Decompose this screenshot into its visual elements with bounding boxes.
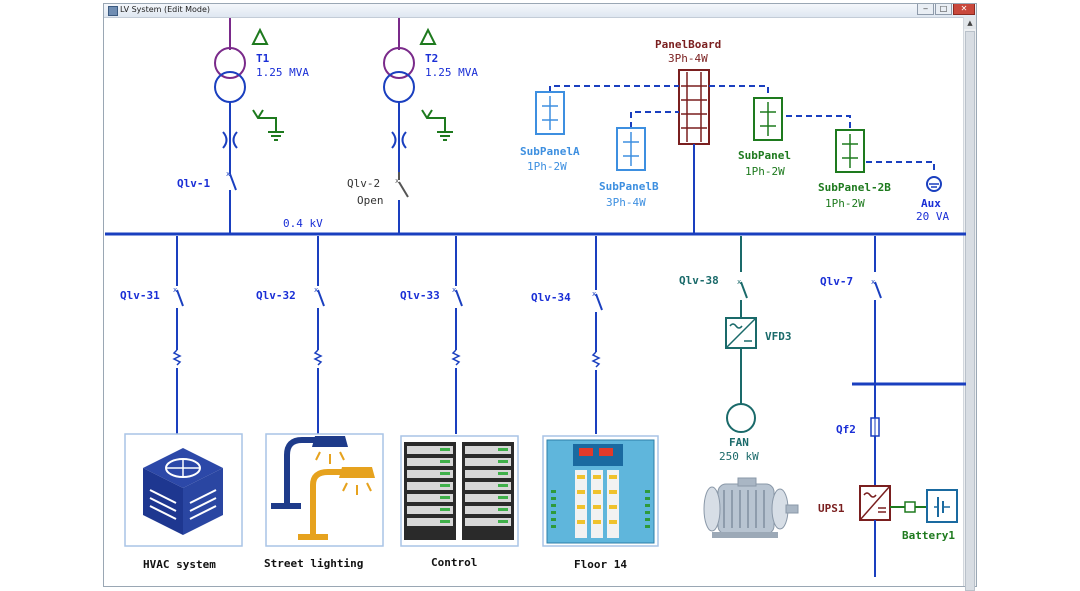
qf2-label: Qf2	[836, 423, 856, 436]
subpanel-a[interactable]	[535, 91, 565, 135]
aux-name: Aux	[921, 197, 941, 210]
panelboard[interactable]	[678, 69, 710, 145]
feeder-qlv-38[interactable]: x	[725, 236, 757, 433]
hvac-label: HVAC system	[143, 558, 216, 571]
ground-icon	[252, 109, 284, 141]
battery1-label: Battery1	[902, 529, 955, 542]
svg-text:x: x	[395, 177, 399, 185]
aux-load[interactable]	[926, 176, 942, 192]
transformer-icon	[383, 47, 415, 79]
transformer-t1[interactable]	[214, 18, 246, 234]
battery-link[interactable]	[890, 501, 927, 513]
delta-winding-icon	[419, 27, 437, 45]
ground-icon	[421, 109, 453, 141]
qlv-2-status: Open	[357, 194, 384, 207]
link-aux[interactable]	[866, 161, 935, 172]
subpanelb-spec: 3Ph-4W	[606, 196, 646, 209]
title-bar: LV System (Edit Mode) ‒ □ ✕	[104, 4, 976, 18]
aux-rating: 20 VA	[916, 210, 949, 223]
breaker-qlv-1[interactable]: x	[224, 164, 237, 198]
link-subpanela[interactable]	[549, 85, 679, 92]
vfd3-label: VFD3	[765, 330, 792, 343]
subpanel-name: SubPanel	[738, 149, 791, 162]
svg-text:x: x	[173, 286, 177, 294]
circuit-breaker-icon	[229, 173, 237, 191]
circuit-breaker-icon	[595, 293, 603, 311]
transformer-icon	[214, 47, 246, 79]
svg-text:x: x	[592, 290, 596, 298]
qlv-31-label: Qlv-31	[120, 289, 160, 302]
svg-text:x: x	[314, 286, 318, 294]
fan-rating: 250 kW	[719, 450, 759, 463]
breaker-qlv-2[interactable]: x	[395, 172, 409, 198]
subpanel-spec: 1Ph-2W	[745, 165, 785, 178]
floor-14-label: Floor 14	[574, 558, 627, 571]
subpanel-green[interactable]	[753, 97, 783, 141]
feeder-qlv-33[interactable]: x	[451, 236, 463, 434]
qlv-1-label: Qlv-1	[177, 177, 210, 190]
t1-rating: 1.25 MVA	[256, 66, 309, 79]
link-subpanelb[interactable]	[630, 111, 679, 128]
qlv-34-label: Qlv-34	[531, 291, 571, 304]
feeder-qlv-7[interactable]: x	[871, 236, 882, 418]
minimize-button[interactable]: ‒	[917, 4, 934, 15]
svg-text:x: x	[226, 170, 230, 178]
qlv-32-label: Qlv-32	[256, 289, 296, 302]
street-light-icon[interactable]	[265, 433, 384, 547]
link-subpanel[interactable]	[709, 85, 769, 98]
disconnect-icon	[391, 131, 407, 149]
control-label: Control	[431, 556, 477, 569]
svg-text:x: x	[871, 278, 875, 286]
circuit-breaker-icon	[874, 281, 882, 299]
subpanel-b[interactable]	[616, 127, 646, 171]
disconnect-icon	[222, 131, 238, 149]
subpanela-spec: 1Ph-2W	[527, 160, 567, 173]
svg-text:x: x	[452, 286, 456, 294]
panelboard-spec: 3Ph-4W	[668, 52, 708, 65]
ups1-label: UPS1	[818, 502, 845, 515]
scroll-up-arrow-icon[interactable]: ▲	[964, 17, 976, 29]
maximize-button[interactable]: □	[935, 4, 952, 15]
svg-text:x: x	[737, 278, 741, 286]
qlv-7-label: Qlv-7	[820, 275, 853, 288]
t2-name: T2	[425, 52, 438, 65]
qlv-2-label: Qlv-2	[347, 177, 380, 190]
close-button[interactable]: ✕	[953, 4, 975, 15]
fan-label: FAN	[729, 436, 749, 449]
electric-motor-icon[interactable]	[703, 477, 799, 538]
t2-rating: 1.25 MVA	[425, 66, 478, 79]
delta-winding-icon	[251, 27, 269, 45]
feeder-qlv-32[interactable]: x	[313, 236, 325, 434]
motor-symbol	[726, 403, 756, 433]
app-icon	[108, 6, 118, 16]
circuit-breaker-icon	[398, 181, 409, 198]
circuit-breaker-icon	[317, 289, 325, 307]
control-panel-icon[interactable]	[542, 435, 659, 547]
bus-voltage-label: 0.4 kV	[283, 217, 323, 230]
feeder-qlv-34[interactable]: x	[591, 236, 603, 434]
subpanela-name: SubPanelA	[520, 145, 580, 158]
circuit-breaker-icon	[455, 289, 463, 307]
subpanel-2b-name: SubPanel-2B	[818, 181, 891, 194]
panelboard-name: PanelBoard	[655, 38, 721, 51]
fuse-qf2[interactable]	[870, 414, 880, 486]
qlv-38-label: Qlv-38	[679, 274, 719, 287]
subpanel-2b-spec: 1Ph-2W	[825, 197, 865, 210]
ups-icon[interactable]	[859, 485, 891, 577]
battery-icon[interactable]	[926, 489, 958, 523]
t1-name: T1	[256, 52, 270, 65]
qlv-33-label: Qlv-33	[400, 289, 440, 302]
subpanelb-name: SubPanelB	[599, 180, 659, 193]
window-title: LV System (Edit Mode)	[120, 5, 211, 14]
circuit-breaker-icon	[740, 281, 748, 299]
link-subpanel-2b[interactable]	[786, 115, 851, 130]
subpanel-2b[interactable]	[835, 129, 865, 173]
street-lighting-label: Street lighting	[264, 557, 363, 570]
transformer-t2[interactable]	[383, 18, 415, 234]
feeder-qlv-31[interactable]: x	[172, 236, 184, 434]
circuit-breaker-icon	[176, 289, 184, 307]
hvac-unit-icon[interactable]	[124, 433, 243, 547]
server-rack-icon[interactable]	[400, 435, 519, 547]
